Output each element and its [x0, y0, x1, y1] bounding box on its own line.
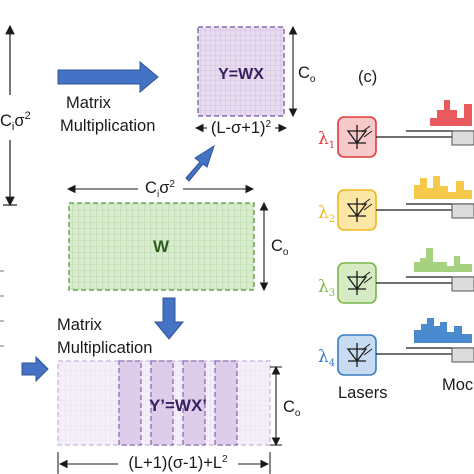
laser-diode-3-icon [346, 271, 368, 295]
modulator-2 [451, 203, 474, 219]
laser-4-wavelength: λ4 [318, 347, 335, 369]
laser-3-wavelength: λ3 [318, 277, 335, 299]
spectrum-1 [430, 100, 472, 126]
weight-label: W [153, 237, 170, 256]
lower-multiplication-arrow [153, 297, 185, 340]
laser-2-wavelength: λ2 [318, 203, 335, 225]
spectrum-3 [414, 248, 472, 272]
bottom-column-4 [214, 360, 238, 446]
bottom-rows-dimension: Co [270, 365, 301, 447]
upper-caption: Matrix Multiplication [60, 94, 155, 135]
left-dimension-label: Ciσ2 [0, 110, 31, 133]
weight-cols-dimension: Ciσ2 [66, 179, 255, 200]
left-edge-ticks [0, 270, 4, 347]
modulators-label: Moc [442, 376, 473, 394]
weight-rows-dimension: Co [259, 201, 289, 292]
bottom-cols-label: (L+1)(σ-1)+L2 [128, 454, 228, 472]
modulator-3 [451, 276, 474, 292]
bottom-equation: Y’=WX’ [149, 396, 207, 415]
input-arrow [21, 355, 49, 383]
laser-row-1: λ1 [318, 100, 474, 158]
weight-rows-label: Co [271, 237, 289, 258]
output-cols-dimension: (L-σ+1)2 [194, 119, 288, 137]
laser-row-4: λ4 [318, 318, 474, 376]
left-dimension: Ciσ2 [0, 24, 31, 207]
bottom-matrix: Y’=WX’ [57, 360, 271, 446]
upper-multiplication-arrow [57, 60, 159, 94]
lasers-label: Lasers [338, 384, 388, 402]
modulator-4 [451, 347, 474, 363]
laser-row-3: λ3 [318, 248, 474, 304]
bottom-column-1 [118, 360, 142, 446]
weight-matrix: W [68, 202, 255, 291]
laser-row-2: λ2 [318, 176, 474, 231]
output-rows-label: Co [298, 64, 316, 85]
laser-diode-1-icon [346, 125, 368, 149]
bottom-cols-dimension: (L+1)(σ-1)+L2 [57, 452, 271, 474]
laser-1-wavelength: λ1 [318, 129, 335, 151]
bottom-rows-label: Co [283, 398, 301, 419]
laser-diode-4-icon [346, 343, 368, 367]
modulator-1 [451, 130, 474, 146]
bottom-column-2 [150, 360, 174, 446]
spectrum-4 [414, 318, 472, 343]
weight-cols-label: Ciσ2 [145, 179, 175, 200]
laser-diode-2-icon [346, 198, 368, 222]
bottom-column-3 [182, 360, 206, 446]
output-rows-dimension: Co [288, 25, 316, 118]
output-cols-label: (L-σ+1)2 [211, 119, 272, 137]
output-equation: Y=WX [218, 66, 264, 83]
spectrum-2 [414, 176, 472, 199]
panel-c-label: (c) [358, 68, 377, 86]
output-matrix: Y=WX [197, 26, 285, 117]
weight-to-output-arrow [185, 144, 215, 182]
lower-caption: Matrix Multiplication [57, 316, 152, 357]
